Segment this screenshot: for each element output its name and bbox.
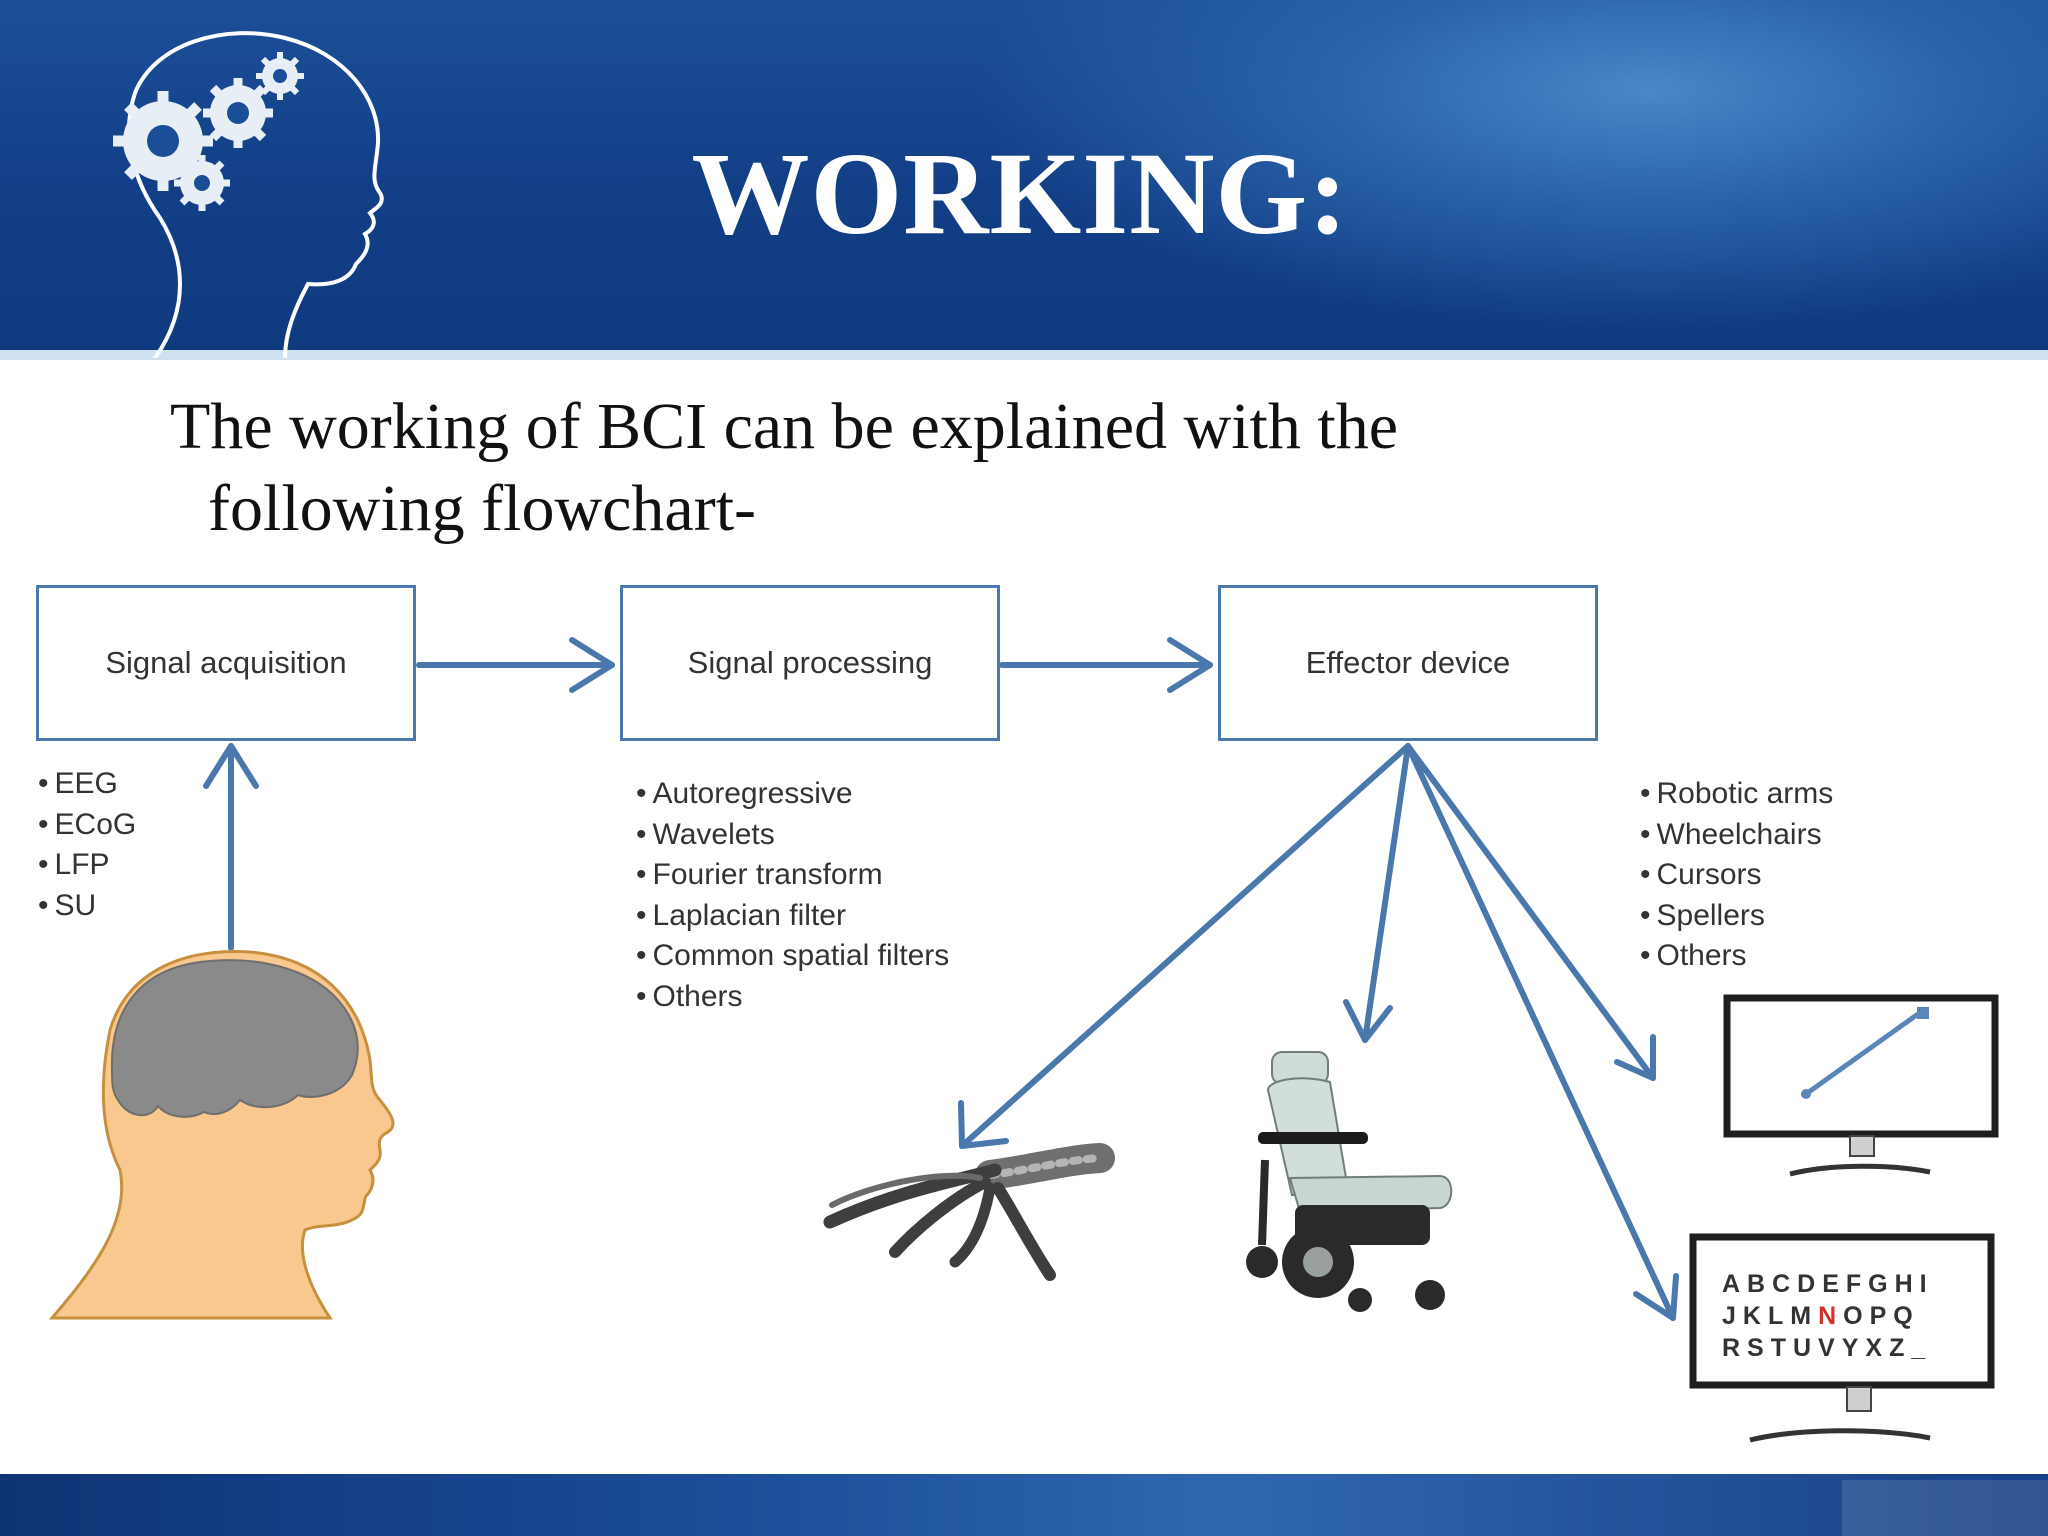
speller-row: RSTUVYXZ_ xyxy=(1722,1334,1932,1362)
speller-monitor-icon: ABCDEFGHI JKLMNOPQ RSTUVYXZ_ xyxy=(1689,1233,1995,1443)
wheelchair-icon xyxy=(1246,1051,1453,1312)
processing-methods-list: Autoregressive Wavelets Fourier transfor… xyxy=(636,774,950,1018)
signal-acquisition-label: Signal acquisition xyxy=(105,645,347,680)
list-item: Autoregressive xyxy=(636,774,949,815)
acquisition-methods-list: EEG ECoG LFP SU xyxy=(38,764,137,927)
list-item: Laplacian filter xyxy=(636,896,949,937)
signal-processing-box: Signal processing xyxy=(620,585,1000,741)
arrow-acquisition-to-processing xyxy=(416,637,615,693)
list-item: Wavelets xyxy=(636,815,949,856)
list-item: LFP xyxy=(38,845,136,886)
speller-row: JKLMNOPQ xyxy=(1722,1302,1920,1330)
speller-highlight-letter: N xyxy=(1818,1302,1843,1330)
robotic-arm-icon xyxy=(823,1143,1115,1281)
effector-device-box: Effector device xyxy=(1218,585,1598,741)
list-item: Spellers xyxy=(1640,896,1833,937)
list-item: Others xyxy=(1640,936,1833,977)
slide-title: WORKING: xyxy=(691,128,1349,259)
list-item: Cursors xyxy=(1640,855,1833,896)
list-item: Others xyxy=(636,977,949,1018)
arrow-brain-to-acquisition xyxy=(203,743,259,951)
arrow-to-robotic-arm xyxy=(958,743,1411,1149)
signal-acquisition-box: Signal acquisition xyxy=(36,585,416,741)
list-item: Common spatial filters xyxy=(636,936,950,977)
arrow-to-speller-monitor xyxy=(1405,743,1679,1321)
speller-row: ABCDEFGHI xyxy=(1722,1270,1934,1298)
effector-device-label: Effector device xyxy=(1305,645,1511,680)
list-item: Robotic arms xyxy=(1640,774,1834,815)
signal-processing-label: Signal processing xyxy=(687,645,933,680)
speller-grid: ABCDEFGHI JKLMNOPQ RSTUVYXZ_ xyxy=(1722,1270,1934,1362)
brain-head-icon xyxy=(48,950,395,1320)
list-item: ECoG xyxy=(38,805,137,846)
intro-line-2: following flowchart- xyxy=(208,472,757,545)
header-divider xyxy=(0,350,2048,360)
header-band xyxy=(0,0,2048,356)
list-item: Fourier transform xyxy=(636,855,949,896)
footer-band xyxy=(0,1474,2048,1536)
cursor-monitor-icon xyxy=(1723,994,1999,1177)
arrow-processing-to-effector xyxy=(999,637,1213,693)
arrow-to-wheelchair xyxy=(1343,743,1411,1043)
arrow-to-cursor-monitor xyxy=(1405,743,1656,1081)
list-item: EEG xyxy=(38,764,136,805)
list-item: Wheelchairs xyxy=(1640,815,1833,856)
intro-text: The working of BCI can be explained with… xyxy=(170,386,1870,550)
footer-corner-overlay xyxy=(1842,1480,2048,1536)
effector-outputs-list: Robotic arms Wheelchairs Cursors Speller… xyxy=(1640,774,1834,977)
head-gears-icon xyxy=(113,31,384,358)
list-item: SU xyxy=(38,886,136,927)
intro-line-1: The working of BCI can be explained with… xyxy=(170,390,1398,463)
